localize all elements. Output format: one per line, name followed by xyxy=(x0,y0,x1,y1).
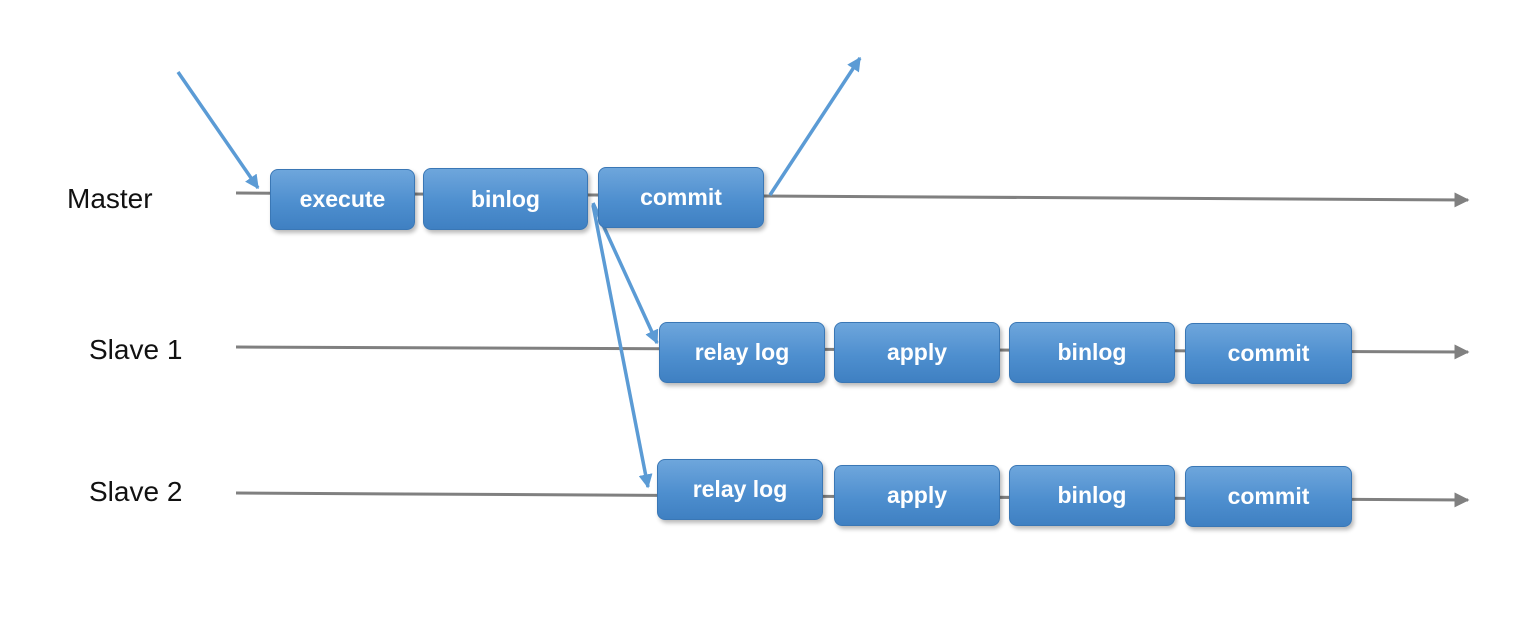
slave1-binlog-stage: binlog xyxy=(1009,322,1175,383)
slave1-apply-stage: apply xyxy=(834,322,1000,383)
master-label: Master xyxy=(67,183,153,214)
master-binlog-stage: binlog xyxy=(423,168,588,230)
master-execute-stage: execute xyxy=(270,169,415,230)
master-commit-stage: commit xyxy=(598,167,764,228)
response-arrow xyxy=(768,56,862,196)
binlog-to-slave2-arrow xyxy=(591,204,653,489)
slave2-apply-stage: apply xyxy=(834,465,1000,526)
slave2-commit-stage: commit xyxy=(1185,466,1352,527)
slave1-relay-log-stage: relay log xyxy=(659,322,825,383)
slave2-binlog-stage: binlog xyxy=(1009,465,1175,526)
incoming-request-arrow xyxy=(176,71,260,190)
slave1-commit-stage: commit xyxy=(1185,323,1352,384)
slave2-relay-log-stage: relay log xyxy=(657,459,823,520)
slave2-label: Slave 2 xyxy=(89,476,183,507)
master-timeline xyxy=(235,191,1470,208)
slave1-label: Slave 1 xyxy=(89,334,183,365)
